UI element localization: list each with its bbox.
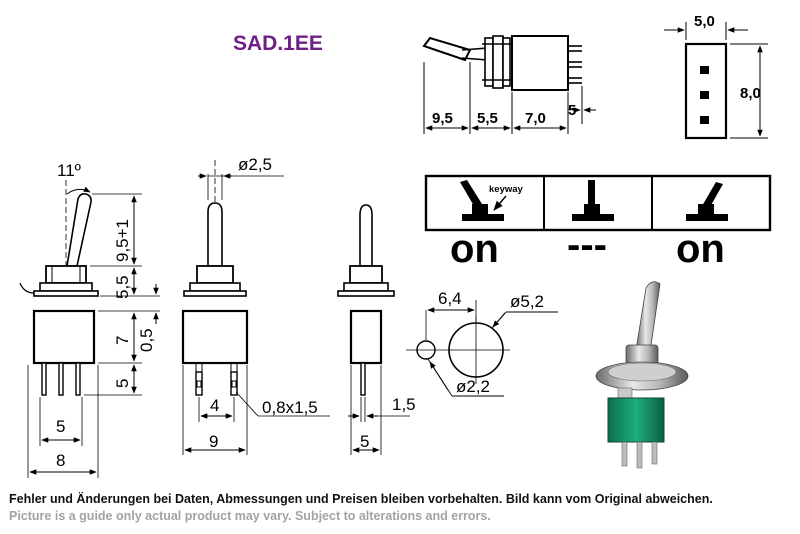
position-2-state: --- — [567, 223, 607, 267]
lever-diameter-dim: ø2,5 — [238, 155, 272, 174]
lever-length-dim: 9,5+1 — [113, 219, 132, 262]
cutout-main-hole-dim: ø5,2 — [510, 292, 544, 311]
pin-pitch-dim: 4 — [210, 396, 219, 415]
position-1-state: on — [450, 227, 499, 271]
top-view-dim-1: 9,5 — [432, 110, 453, 127]
side-view-drawing — [19, 180, 160, 478]
panel-gap-dim: 0,5 — [137, 328, 156, 352]
body-height-dim: 7 — [113, 336, 132, 345]
top-view-dim-4: 5 — [568, 102, 576, 119]
disclaimer-german: Fehler und Änderungen bei Daten, Abmessu… — [9, 492, 713, 506]
end-view-width: 5,0 — [694, 13, 715, 30]
top-view-drawing — [422, 35, 596, 134]
keyway-label: keyway — [489, 184, 524, 195]
top-view-dim-3: 7,0 — [525, 110, 546, 127]
pin-size-dim: 0,8x1,5 — [262, 398, 318, 417]
lever-angle-label: 11º — [57, 161, 81, 180]
switch-positions-table — [424, 174, 772, 232]
end-view-drawing — [664, 22, 768, 140]
body-width-dim: 8 — [56, 451, 65, 470]
end-view-height: 8,0 — [740, 85, 761, 102]
product-title: SAD.1EE — [233, 32, 323, 55]
front-width-dim: 9 — [209, 432, 218, 451]
profile-view-drawing — [337, 204, 410, 455]
front-view-drawing — [181, 160, 330, 455]
cutout-key-hole-dim: ø2,2 — [456, 377, 490, 396]
bushing-height-dim: 5,5 — [113, 275, 132, 299]
position-3-state: on — [676, 227, 725, 271]
top-view-dim-2: 5,5 — [477, 110, 498, 127]
disclaimer-english: Picture is a guide only actual product m… — [9, 509, 491, 523]
pin-spacing-dim: 5 — [56, 417, 65, 436]
cutout-spacing-dim: 6,4 — [438, 289, 462, 308]
technical-drawing: 9,5 5,5 7,0 5 5,0 8,0 keyway on — [19, 13, 772, 478]
profile-width-dim: 5 — [360, 432, 369, 451]
product-photo — [595, 281, 689, 469]
pin-length-dim: 5 — [113, 379, 132, 388]
profile-pin-dim: 1,5 — [392, 395, 416, 414]
panel-cutout-drawing — [406, 300, 558, 397]
